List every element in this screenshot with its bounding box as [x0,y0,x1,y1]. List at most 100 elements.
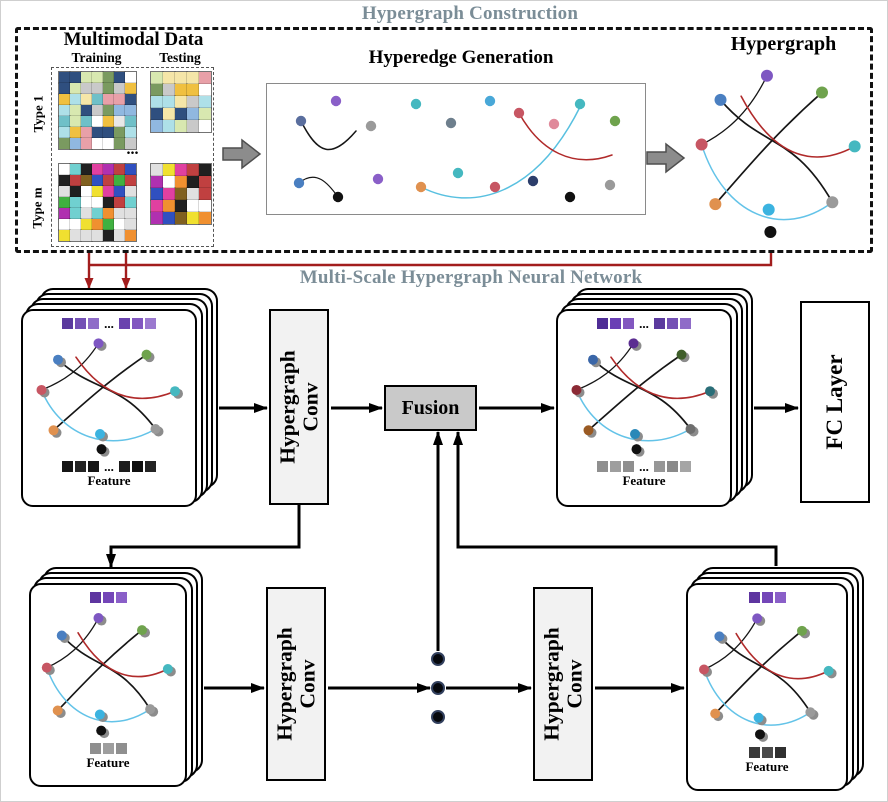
mosaic-cell [124,185,137,198]
mosaic-cell [102,185,115,198]
mosaic-cell [113,218,126,231]
scatter-node [527,175,539,187]
graph-node [760,69,773,82]
mosaic-cell [58,196,71,209]
graph-node [41,662,52,673]
testing-label: Testing [159,50,201,65]
hypergraph-svg [699,613,837,742]
graph-node [631,444,642,455]
hypergraph-svg [36,338,183,457]
feature-square [679,461,691,472]
graph-node [56,630,67,641]
mosaic-cell [69,82,82,95]
hypergraph-title: Hypergraph [730,33,837,55]
mosaic-cell [69,104,82,117]
feature-square [666,318,678,329]
feature-square [118,318,130,329]
mosaic-cell [150,211,164,225]
mosaic-cell [198,107,212,121]
mosaic-cell [186,95,200,109]
mosaic-cell [58,104,71,117]
mosaic-cell [124,137,137,150]
mosaic-cell [58,207,71,220]
mosaic-cell [198,83,212,97]
mosaic-cell [174,71,188,85]
mosaic-cell [124,104,137,117]
feature-label: Feature [87,473,131,488]
mosaic-cell [91,229,104,242]
feature-squares [118,461,156,472]
hypergraph-conv-3: Hypergraph Conv [533,587,593,781]
hypergraph-conv-label: Hypergraph Conv [272,627,319,741]
mosaic-cell [69,71,82,84]
graph-node [695,138,708,151]
mosaic-cell [80,71,93,84]
mosaic-cell [162,83,176,97]
scale-ellipsis-dot [431,710,445,724]
graph-node [705,386,715,397]
hypergraph-conv-label: Hypergraph Conv [275,350,322,464]
type-ellipsis: ... [126,141,139,158]
mosaic-cell [91,71,104,84]
mosaic-cell [186,107,200,121]
feature-square [102,743,114,754]
graph-node [95,429,105,440]
feature-squares [653,461,691,472]
block-arrow-hyperedge-to-hypergraph [646,142,686,174]
mosaic-cell [91,218,104,231]
mosaic-cell [113,196,126,209]
mosaic-cell [80,93,93,106]
graph-node [571,384,582,395]
mosaic-cell [80,126,93,139]
mosaic-cell [91,93,104,106]
mosaic-cell [69,137,82,150]
feature-label: Feature [86,755,130,770]
graph-node [685,424,696,435]
feature-row-bottom: ... [597,460,691,473]
mosaic-cell [80,218,93,231]
mosaic-cell [186,187,200,201]
mosaic-type1-training [58,71,137,150]
scatter-node [332,191,344,203]
feature-row-bottom [89,743,127,754]
feature-row-top [89,592,127,603]
mosaic-cell [150,107,164,121]
hyperedge-scatter-svg [293,95,621,203]
feature-row-bottom [748,747,786,758]
graph-node [628,338,639,349]
graph-node [141,349,152,360]
mosaic-type-m-testing [150,163,212,225]
mosaic-cell [91,82,104,95]
feature-row-top: ... [597,317,691,330]
mosaic-cell [174,83,188,97]
feature-squares [62,461,100,472]
mosaic-cell [162,199,176,213]
mosaic-cell [124,163,137,176]
scatter-node [513,107,525,119]
feature-square [88,461,100,472]
mosaic-cell [113,207,126,220]
mosaic-cell [58,115,71,128]
red-feedback-line [89,251,773,267]
mosaic-cell [162,163,176,177]
type-m-label: Type m [30,187,46,229]
feature-square [131,318,143,329]
scatter-node [609,115,621,127]
graph-node [588,354,598,365]
mosaic-cell [124,218,137,231]
mosaic-cell [124,82,137,95]
hyperedge-box [266,83,646,215]
graph-node [170,386,180,397]
mosaic-cell [174,95,188,109]
mosaic-cell [162,187,176,201]
scatter-node [410,98,422,110]
graph-node [630,429,640,440]
mosaic-cell [91,126,104,139]
mosaic-cell [162,107,176,121]
hypergraph-result [693,59,865,245]
mosaic-cell [150,175,164,189]
feature-square [89,592,101,603]
mosaic-cell [91,104,104,117]
graph-node [96,444,107,455]
scatter-node [293,177,305,189]
